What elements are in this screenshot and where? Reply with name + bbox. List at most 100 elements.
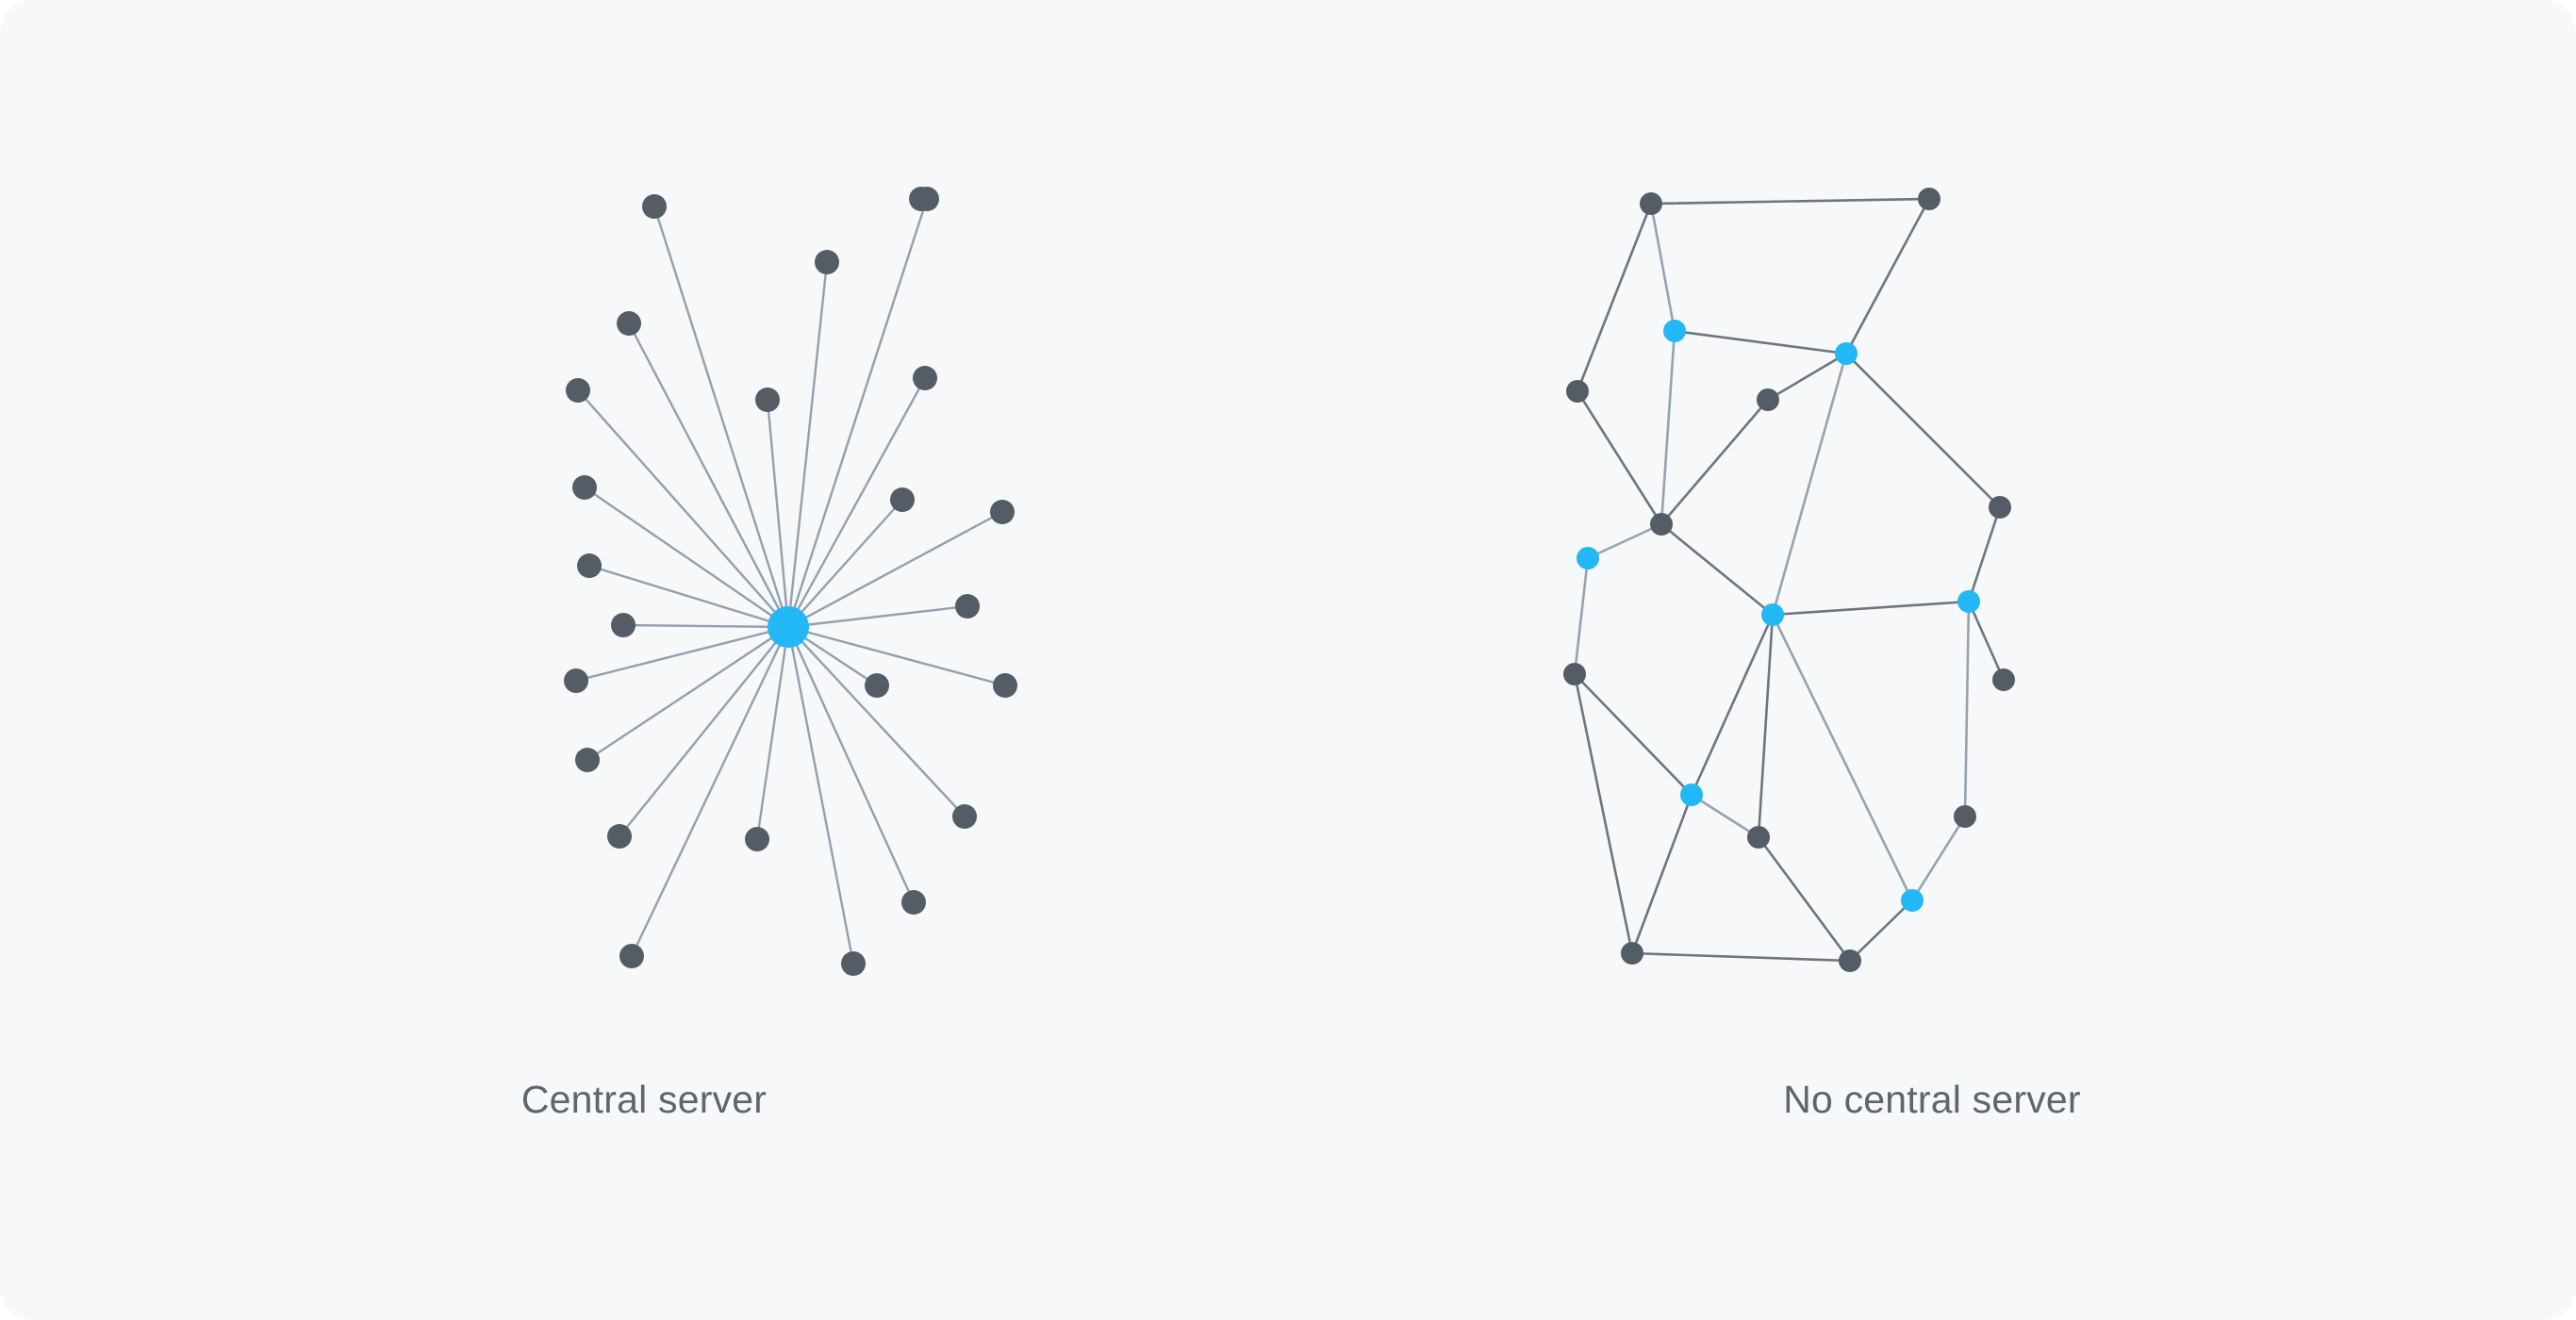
no-central-server-edge [1967, 600, 2006, 682]
central-server-peer-node[interactable] [755, 388, 780, 412]
no-central-server-edge [1766, 352, 1848, 402]
no-central-server-highlight-node[interactable] [1680, 784, 1703, 806]
no-central-server-peer-node[interactable] [1989, 496, 2011, 519]
no-central-server-edge [1771, 613, 1914, 902]
central-server-edge [786, 498, 904, 629]
central-server-edge [586, 625, 790, 762]
central-server-peer-node[interactable] [572, 475, 597, 500]
central-server-peer-node[interactable] [990, 500, 1015, 524]
central-server-peer-node[interactable] [619, 944, 644, 968]
no-central-server-node-group [1563, 188, 2015, 972]
central-server-edge [786, 197, 929, 629]
no-central-server-peer-node[interactable] [1650, 513, 1673, 536]
central-server-edge [786, 260, 829, 629]
no-central-server-edge [1757, 613, 1775, 839]
central-server-peer-node[interactable] [611, 613, 636, 637]
no-central-server-peer-node[interactable] [1992, 668, 2015, 691]
central-server-edge [630, 625, 790, 958]
no-central-server-edge [1630, 951, 1852, 963]
no-central-server-edge [1673, 329, 1848, 355]
no-central-server-graph [1563, 188, 2015, 972]
central-server-edge-group [574, 197, 1007, 965]
central-server-peer-node[interactable] [890, 487, 915, 512]
central-server-peer-node[interactable] [815, 250, 839, 274]
central-server-panel: Central server [520, 187, 1017, 1121]
central-server-edge [576, 388, 790, 629]
no-central-server-peer-node[interactable] [1566, 380, 1589, 403]
central-server-peer-node[interactable] [617, 311, 641, 336]
no-central-server-edge [1660, 329, 1676, 526]
no-central-server-peer-node[interactable] [1757, 388, 1779, 411]
no-central-server-edge [1844, 352, 2002, 509]
central-server-edge [786, 625, 966, 818]
central-server-edge [786, 376, 927, 629]
no-central-server-edge [1771, 600, 1971, 617]
no-central-server-peer-node[interactable] [1954, 805, 1976, 828]
central-server-peer-node[interactable] [745, 827, 769, 851]
no-central-server-peer-node[interactable] [1918, 188, 1940, 210]
central-server-edge [621, 623, 790, 629]
no-central-server-highlight-node[interactable] [1663, 320, 1686, 342]
no-central-server-edge [1576, 389, 1663, 526]
no-central-server-peer-node[interactable] [1640, 192, 1662, 215]
no-central-server-edge [1660, 522, 1775, 617]
no-central-server-edge [1690, 793, 1760, 839]
no-central-server-panel: No central server [1288, 0, 2576, 1320]
central-server-peer-node[interactable] [566, 378, 590, 403]
no-central-server-highlight-node[interactable] [1957, 590, 1980, 613]
central-server-edge [786, 625, 916, 904]
central-server-peer-node[interactable] [575, 748, 600, 772]
central-server-peer-node[interactable] [901, 890, 926, 915]
central-server-peer-node[interactable] [841, 951, 866, 976]
central-server-peer-node[interactable] [642, 194, 667, 219]
no-central-server-peer-node[interactable] [1563, 663, 1586, 685]
no-central-server-highlight-node[interactable] [1901, 889, 1924, 912]
no-central-server-peer-node[interactable] [1839, 949, 1861, 972]
no-central-server-edge [1649, 197, 1931, 206]
central-server-peer-node[interactable] [993, 673, 1017, 698]
central-server-caption: Central server [520, 1078, 768, 1121]
central-server-peer-node[interactable] [577, 553, 602, 578]
central-server-edge [652, 205, 790, 629]
central-server-node-group [564, 187, 1017, 976]
central-server-edge [786, 604, 969, 629]
central-server-graph [564, 187, 1017, 976]
central-server-edge [755, 625, 790, 841]
no-central-server-edge [1576, 202, 1653, 393]
central-server-peer-node[interactable] [913, 366, 937, 390]
central-server-peer-node[interactable] [607, 824, 632, 849]
central-server-edge [583, 486, 790, 629]
central-server-edge [786, 625, 855, 965]
no-central-server-edge [1649, 202, 1676, 333]
central-server-edge [587, 564, 790, 629]
no-central-server-peer-node[interactable] [1621, 942, 1643, 965]
central-server-peer-node[interactable] [909, 187, 933, 211]
no-central-server-edge [1586, 522, 1663, 560]
no-central-server-edge [1630, 793, 1693, 955]
no-central-server-highlight-node[interactable] [1835, 342, 1858, 365]
no-central-server-edge [1771, 352, 1848, 617]
no-central-server-peer-node[interactable] [1747, 826, 1770, 849]
central-server-hub-node[interactable] [768, 606, 809, 648]
no-central-server-highlight-node[interactable] [1577, 547, 1599, 569]
no-central-server-edge [1848, 899, 1914, 963]
central-server-peer-node[interactable] [952, 804, 977, 829]
central-server-edge [766, 398, 790, 629]
no-central-server-edge [1844, 197, 1931, 355]
no-central-server-caption: No central server [1783, 1078, 2081, 1121]
central-server-peer-node[interactable] [564, 668, 588, 693]
no-central-server-edge-group [1573, 197, 2006, 963]
no-central-server-edge [1660, 398, 1770, 526]
no-central-server-edge [1573, 672, 1634, 955]
no-central-server-edge [1963, 600, 1971, 818]
central-server-peer-node[interactable] [865, 673, 889, 698]
no-central-server-edge [1757, 835, 1852, 963]
central-server-edge [786, 510, 1004, 629]
no-central-server-highlight-node[interactable] [1761, 603, 1784, 626]
central-server-peer-node[interactable] [955, 594, 980, 619]
no-central-server-edge [1573, 556, 1590, 676]
no-central-server-edge [1573, 672, 1693, 797]
no-central-server-edge [1910, 815, 1967, 902]
no-central-server-edge [1690, 613, 1775, 797]
central-server-edge [574, 625, 790, 683]
